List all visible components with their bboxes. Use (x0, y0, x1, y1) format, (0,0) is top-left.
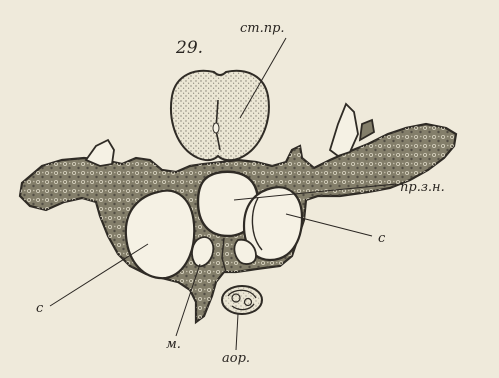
leader-left-cavity (50, 244, 148, 306)
right-dorsal-spine (360, 120, 374, 140)
figure-number: 29. (175, 38, 203, 58)
label-notochord-sheath: пр.з.н. (400, 180, 445, 195)
label-muscle: м. (166, 337, 181, 352)
label-aorta: аор. (222, 351, 250, 366)
leader-aorta (236, 314, 238, 350)
label-right-cavity: с (378, 231, 386, 246)
aorta (222, 286, 262, 314)
left-cavity (126, 191, 194, 279)
label-spinal-cord: ст.пр. (240, 21, 285, 36)
spinal-cord (171, 71, 269, 160)
label-left-cavity: с (36, 301, 44, 316)
left-dorsal-notch (86, 140, 114, 166)
right-dorsal-notch (330, 104, 358, 156)
